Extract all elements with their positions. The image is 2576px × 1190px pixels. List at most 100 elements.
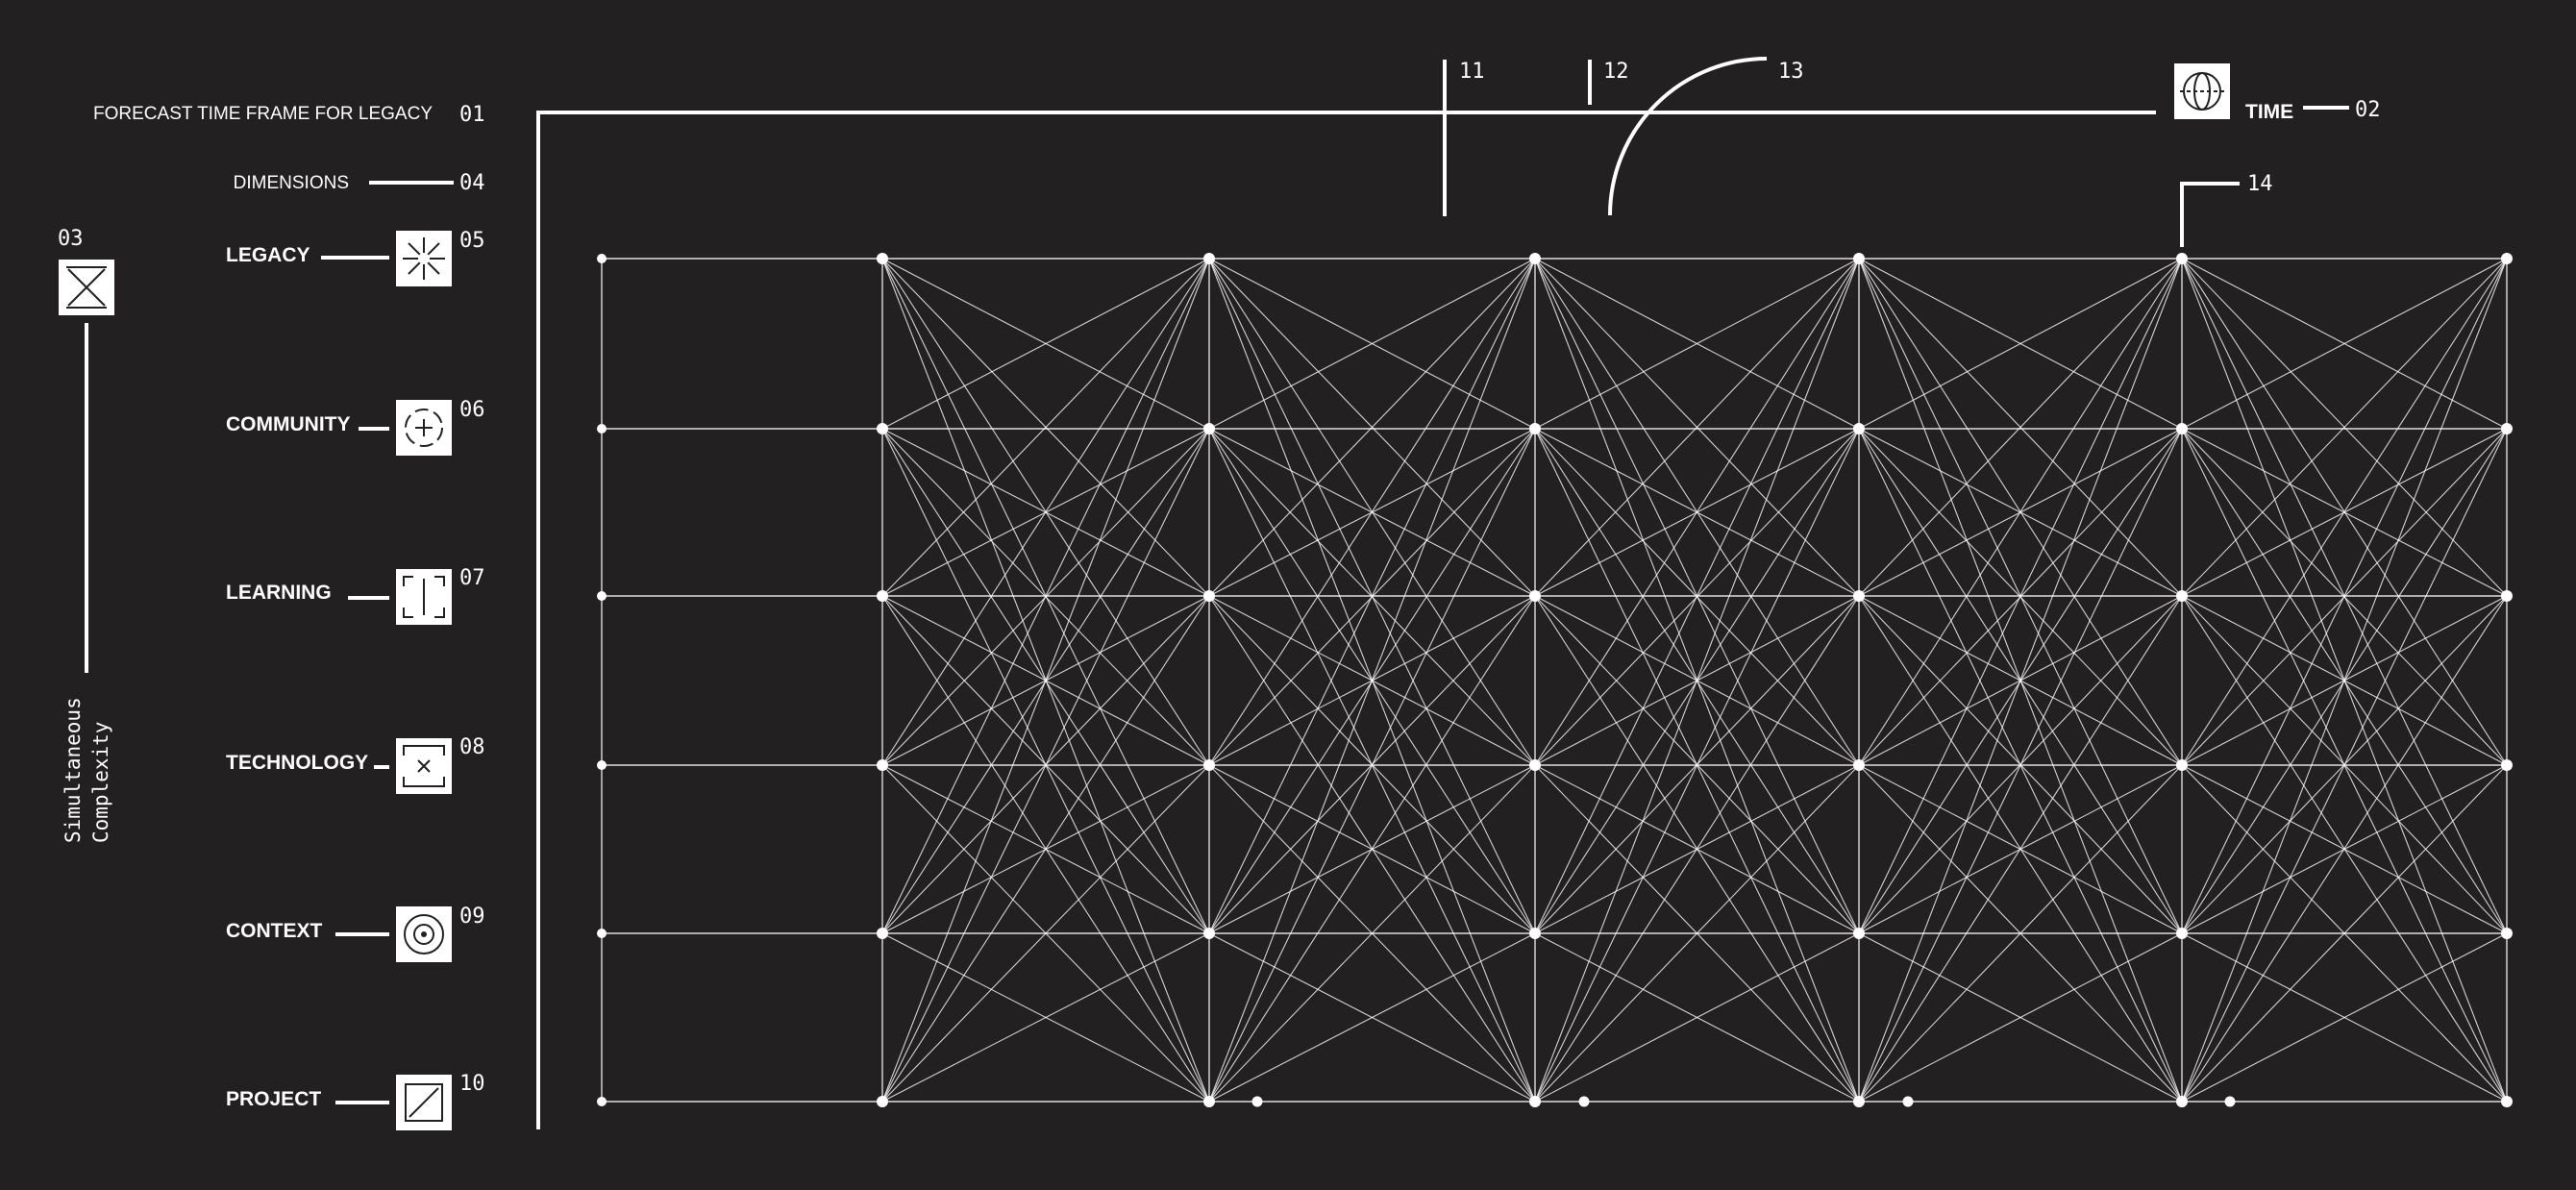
target-circle-icon bbox=[396, 906, 452, 962]
dimension-community: COMMUNITY 06 bbox=[226, 398, 485, 456]
connection-line bbox=[2181, 764, 2508, 1103]
dimension-label-community: COMMUNITY bbox=[226, 413, 351, 435]
grid-node bbox=[2176, 928, 2188, 939]
grid-node bbox=[1853, 928, 1865, 939]
connection-line bbox=[1208, 258, 1536, 934]
forecast-label: FORECAST TIME FRAME FOR LEGACY bbox=[93, 104, 433, 124]
x-frame-icon bbox=[396, 738, 452, 794]
connection-line bbox=[1534, 258, 1860, 1103]
dimension-number-context: 09 bbox=[459, 905, 485, 929]
connection-line bbox=[1208, 428, 1536, 1103]
connection-line bbox=[881, 595, 1210, 1103]
connection-line bbox=[1534, 932, 1860, 1103]
connection-line bbox=[881, 932, 1210, 1103]
grid-node bbox=[597, 254, 607, 263]
connection-line bbox=[1534, 258, 1860, 430]
connection-line bbox=[2181, 258, 2508, 597]
marker-12-number: 12 bbox=[1603, 60, 1629, 84]
dimensions-number: 04 bbox=[459, 171, 485, 195]
grid-node bbox=[1203, 590, 1215, 602]
connection-line bbox=[1208, 932, 1536, 1103]
grid-node bbox=[1529, 423, 1541, 434]
diagonal-box-icon bbox=[396, 1075, 452, 1130]
connection-line bbox=[1534, 764, 1860, 1103]
complexity-label-line2: Complexity bbox=[89, 722, 112, 843]
frame-axes bbox=[536, 111, 2156, 1129]
grid-node bbox=[1203, 253, 1215, 264]
crosshair-circle-icon bbox=[396, 400, 452, 456]
grid-node bbox=[877, 590, 888, 602]
grid-node bbox=[2501, 1096, 2513, 1107]
network-grid bbox=[597, 253, 2513, 1107]
grid-node bbox=[2176, 253, 2188, 264]
grid-node bbox=[1853, 423, 1865, 434]
grid-node bbox=[877, 928, 888, 939]
bracket-frame-icon bbox=[396, 569, 452, 625]
grid-node bbox=[1853, 253, 1865, 264]
connection-line bbox=[881, 258, 1210, 430]
bottom-marker-dot bbox=[1902, 1096, 1914, 1107]
dimension-number-technology: 08 bbox=[459, 735, 485, 759]
connection-line bbox=[881, 258, 1210, 934]
connection-line bbox=[1534, 595, 1860, 1103]
connection-line bbox=[1858, 428, 2183, 1103]
connection-line bbox=[1534, 258, 1860, 934]
time-label: TIME bbox=[2245, 101, 2293, 123]
connection-line bbox=[2181, 258, 2508, 430]
connection-line bbox=[1208, 764, 1536, 1103]
connection-line bbox=[1208, 258, 1536, 430]
grid-node bbox=[2176, 423, 2188, 434]
connection-line bbox=[1208, 258, 1536, 1103]
starburst-icon bbox=[396, 231, 452, 286]
grid-node bbox=[1853, 1096, 1865, 1107]
connection-line bbox=[1208, 595, 1536, 1103]
grid-node bbox=[1203, 1096, 1215, 1107]
grid-node bbox=[2501, 253, 2513, 264]
grid-node bbox=[2501, 928, 2513, 939]
dimension-legacy: LEGACY 05 bbox=[226, 229, 485, 286]
grid-node bbox=[597, 424, 607, 434]
dimension-project: PROJECT 10 bbox=[226, 1072, 485, 1130]
marker-14-number: 14 bbox=[2247, 172, 2273, 196]
connection-line bbox=[1208, 258, 1536, 766]
grid-node bbox=[597, 591, 607, 601]
connection-line bbox=[881, 258, 1210, 597]
connection-line bbox=[881, 258, 1210, 766]
bottom-marker-dot bbox=[1578, 1096, 1590, 1107]
connection-line bbox=[1534, 428, 1860, 1103]
grid-node bbox=[1529, 759, 1541, 771]
connection-line bbox=[1534, 258, 1860, 597]
dimension-number-learning: 07 bbox=[459, 566, 485, 590]
dimensions-label: DIMENSIONS bbox=[234, 173, 349, 193]
connection-line bbox=[2181, 258, 2508, 934]
grid-node bbox=[1853, 759, 1865, 771]
dimension-label-context: CONTEXT bbox=[226, 920, 323, 942]
marker-13-arc bbox=[1608, 57, 1768, 216]
grid-node bbox=[1529, 928, 1541, 939]
dimension-context: CONTEXT 09 bbox=[226, 905, 485, 962]
connection-line bbox=[1534, 258, 1860, 766]
dimension-label-technology: TECHNOLOGY bbox=[226, 752, 368, 774]
grid-node bbox=[2501, 759, 2513, 771]
connection-line bbox=[881, 428, 1210, 1103]
dimension-label-legacy: LEGACY bbox=[226, 244, 310, 266]
marker-11-number: 11 bbox=[1459, 60, 1485, 84]
connection-line bbox=[1208, 258, 1536, 597]
bottom-marker-dot bbox=[1251, 1096, 1263, 1107]
grid-node bbox=[597, 1097, 607, 1106]
connection-line bbox=[2181, 595, 2508, 1103]
connection-line bbox=[881, 258, 1210, 1103]
connection-line bbox=[1858, 258, 2183, 766]
grid-node bbox=[597, 929, 607, 938]
marker-14-flag bbox=[2180, 182, 2240, 247]
connection-line bbox=[1858, 258, 2183, 1103]
connection-line bbox=[1858, 764, 2183, 1103]
connection-line bbox=[2181, 258, 2508, 1103]
grid-node bbox=[2176, 759, 2188, 771]
marker-13-number: 13 bbox=[1778, 60, 1804, 84]
dimension-technology: TECHNOLOGY 08 bbox=[226, 735, 485, 794]
globe-icon bbox=[2174, 63, 2230, 119]
connection-line bbox=[1858, 258, 2183, 934]
grid-node bbox=[877, 253, 888, 264]
grid-node bbox=[1203, 928, 1215, 939]
